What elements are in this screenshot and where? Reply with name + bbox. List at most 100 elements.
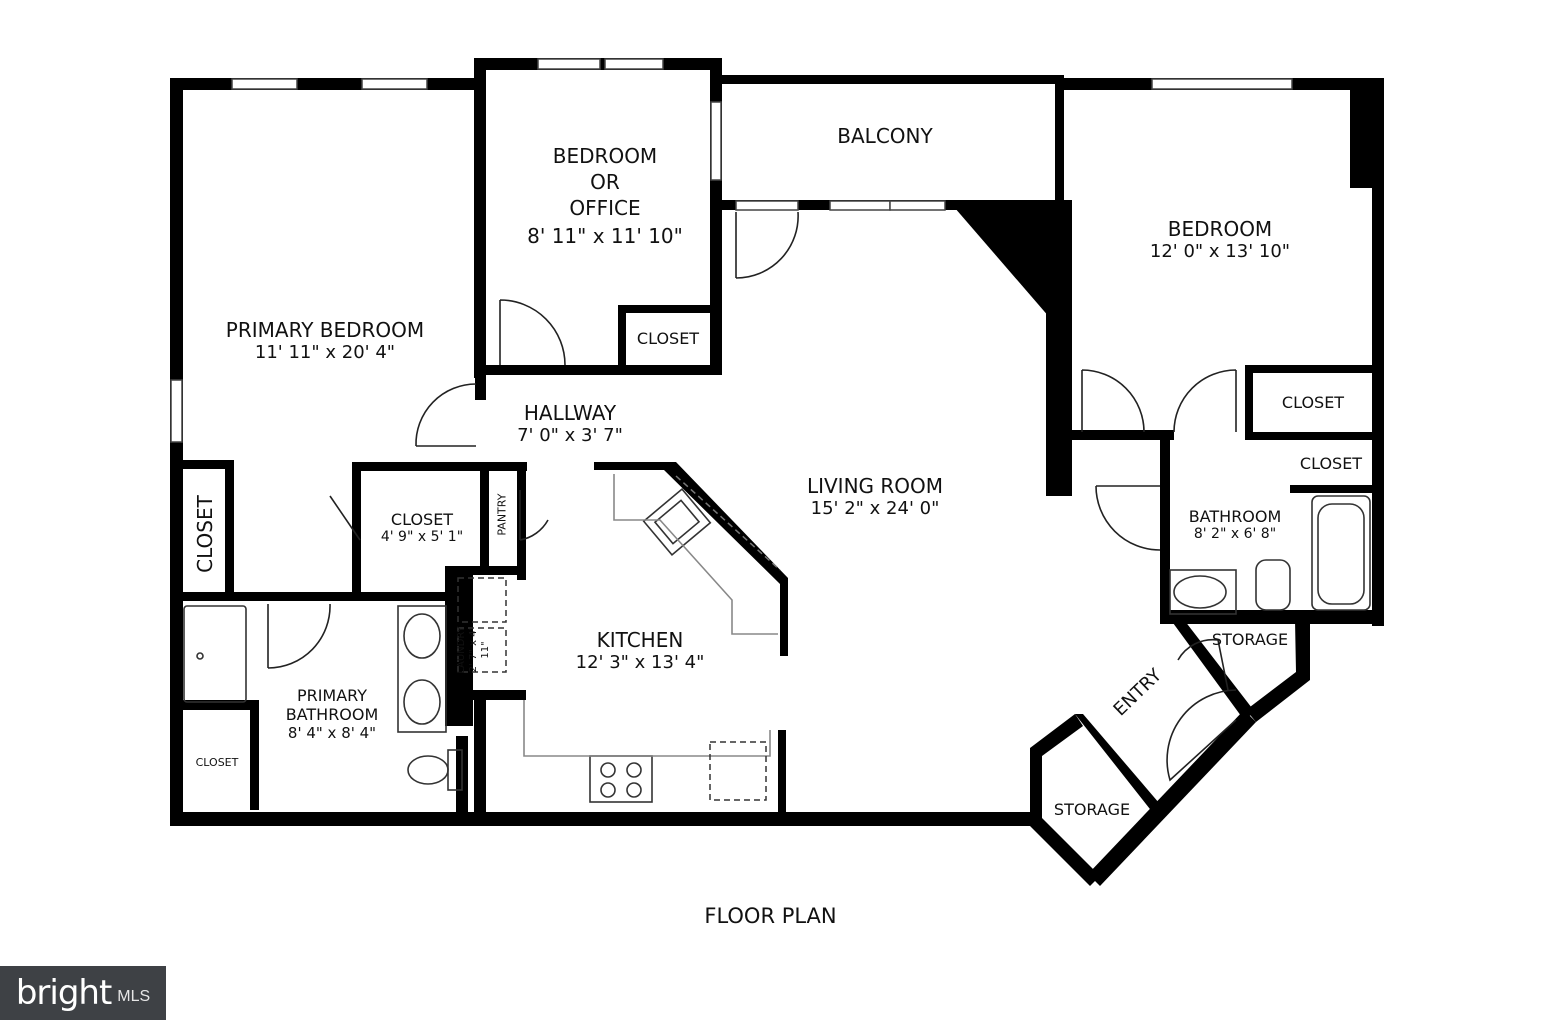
door-swing [1173, 369, 1237, 433]
room-name: PRIMARY [296, 686, 368, 705]
wall [618, 305, 626, 373]
bath-vanity [1169, 569, 1237, 615]
wall [474, 690, 486, 812]
room-name: CLOSET [390, 510, 454, 529]
room-dims: 8' 11" x 11' 10" [527, 224, 683, 248]
door-swing [415, 383, 477, 447]
stove [589, 755, 653, 803]
wall [1160, 610, 1384, 624]
room-dims: 2' 7" x 4' [468, 627, 479, 673]
living-room-label: LIVING ROOM 15' 2" x 24' 0" [760, 474, 990, 520]
vanity [397, 605, 447, 733]
window [537, 58, 601, 70]
wall [1030, 714, 1100, 886]
wall [460, 690, 526, 700]
wall [170, 460, 232, 469]
wall [250, 700, 259, 810]
burner [600, 782, 616, 798]
wall [1245, 432, 1375, 440]
wall [480, 462, 489, 570]
room-name: STORAGE [1211, 630, 1289, 649]
wall [778, 730, 786, 814]
room-name: OFFICE [569, 196, 641, 220]
door-swing [735, 211, 799, 279]
room-name: OR [590, 170, 620, 194]
bedroom-label: BEDROOM 12' 0" x 13' 10" [1110, 217, 1330, 263]
wall [664, 462, 788, 656]
room-dims: 11' 11" x 20' 4" [254, 342, 396, 363]
hallway-label: HALLWAY 7' 0" x 3' 7" [490, 401, 650, 447]
wall [474, 58, 486, 378]
door-swing [1166, 689, 1237, 782]
wall [445, 566, 525, 575]
bedroom-office-label: BEDROOM OR OFFICE 8' 11" x 11' 10" [500, 143, 710, 251]
counter [523, 700, 771, 757]
wall [225, 460, 234, 600]
room-dims: 15' 2" x 24' 0" [810, 498, 940, 519]
door-swing [267, 603, 331, 669]
bathroom-label: BATHROOM 8' 2" x 6' 8" [1172, 507, 1298, 543]
sink [403, 679, 441, 725]
logo-word: bright [15, 973, 112, 1013]
wall [170, 78, 482, 90]
floor-plan-title: FLOOR PLAN [704, 904, 837, 928]
island-overhang [675, 475, 781, 571]
room-name: PRIMARY BEDROOM [225, 318, 425, 342]
room-name: CLOSET [193, 495, 217, 573]
laundry-label: LAUNDRY 2' 7" x 4' 11" [456, 608, 492, 692]
wall [1088, 710, 1256, 886]
window [710, 101, 722, 181]
room-dims: 8' 4" x 8' 4" [287, 724, 377, 743]
room-name: CLOSET [195, 756, 239, 769]
drain [196, 652, 204, 660]
room-name: PANTRY [495, 493, 509, 536]
kitchen-sink [642, 487, 712, 557]
wall [594, 462, 668, 470]
wall [170, 592, 460, 601]
washer [457, 577, 507, 623]
window [829, 200, 891, 211]
room-dims: 12' 3" x 13' 4" [575, 652, 705, 673]
room-dims: 12' 0" x 13' 10" [1149, 241, 1291, 262]
room-dims: 4' 9" x 5' 1" [380, 529, 464, 546]
closet-bedroom-label: CLOSET [1254, 393, 1372, 412]
room-name: KITCHEN [596, 628, 684, 652]
burner [600, 762, 616, 778]
window [1151, 78, 1293, 90]
window [170, 379, 183, 443]
dryer [457, 627, 507, 673]
wall [170, 812, 1040, 826]
wall [1055, 75, 1064, 205]
burner [626, 762, 642, 778]
wall [618, 305, 718, 313]
door-swing [499, 299, 566, 366]
window [231, 78, 298, 90]
wall [517, 462, 526, 580]
wall [948, 200, 1064, 318]
wall [1245, 365, 1375, 373]
door-swing [1177, 638, 1229, 691]
primary-bedroom-label: PRIMARY BEDROOM 11' 11" x 20' 4" [190, 318, 460, 364]
room-dims: 7' 0" x 3' 7" [517, 425, 623, 446]
wall [1350, 78, 1380, 188]
wall [352, 462, 527, 471]
burner [626, 782, 642, 798]
room-name: BATHROOM [1188, 507, 1282, 526]
room-name: HALLWAY [523, 401, 617, 425]
kitchen-label: KITCHEN 12' 3" x 13' 4" [540, 628, 740, 674]
wall [352, 462, 361, 600]
closet-small-label: CLOSET [184, 756, 250, 769]
room-name: STORAGE [1053, 800, 1131, 819]
wall [1160, 432, 1170, 617]
shower [183, 605, 247, 703]
toilet-bowl [407, 755, 449, 785]
window [604, 58, 664, 70]
room-name: CLOSET [1299, 454, 1363, 473]
logo-suffix: MLS [117, 988, 151, 1005]
bathtub-inner [1317, 503, 1365, 605]
pantry-label: PANTRY [495, 485, 508, 545]
bath-sink [1173, 575, 1227, 609]
wall [1046, 200, 1072, 496]
window [889, 200, 946, 211]
door-swing [1095, 485, 1161, 551]
